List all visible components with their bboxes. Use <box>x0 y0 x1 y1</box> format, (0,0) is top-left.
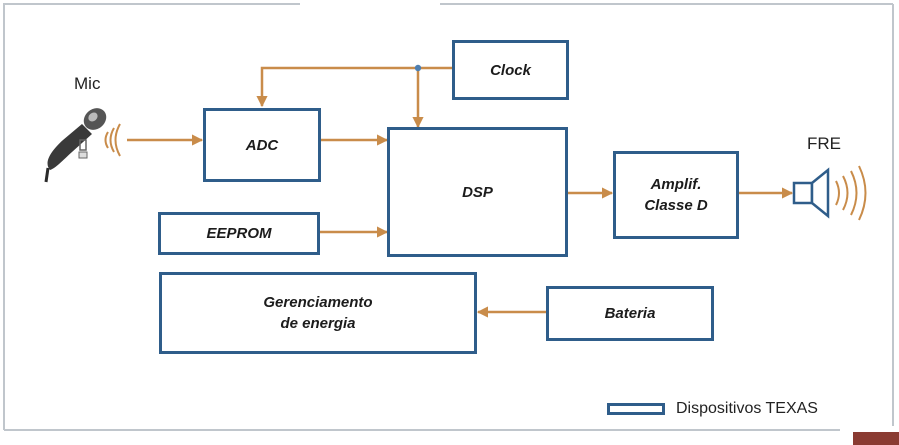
speaker-icon <box>792 165 867 221</box>
frame-top-left <box>3 3 300 14</box>
connector-clock-adc <box>256 66 418 108</box>
power-management-block: Gerenciamento de energia <box>159 272 477 354</box>
speaker-label: FRE <box>807 134 841 153</box>
battery-block: Bateria <box>546 286 714 341</box>
adc-block: ADC <box>203 108 321 182</box>
legend-swatch <box>607 403 665 415</box>
dsp-block: DSP <box>387 127 568 257</box>
mic-label: Mic <box>74 74 101 93</box>
amplifier-block: Amplif. Classe D <box>613 151 739 239</box>
eeprom-block: EEPROM <box>158 212 320 255</box>
clock-junction-dot <box>414 64 422 72</box>
page-corner-tab <box>853 432 899 445</box>
connectors <box>127 66 794 318</box>
clock-block: Clock <box>452 40 569 100</box>
microphone-icon <box>44 108 121 183</box>
legend-label: Dispositivos TEXAS <box>676 400 818 417</box>
